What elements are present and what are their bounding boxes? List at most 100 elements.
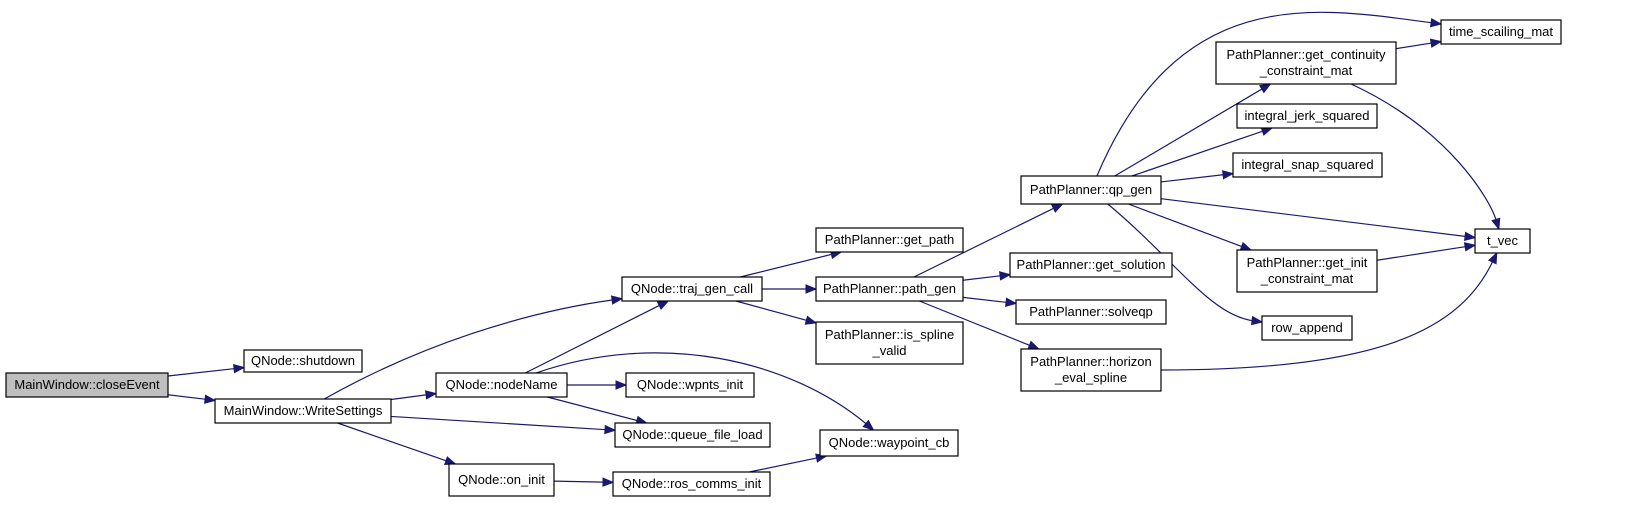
arrowhead (862, 419, 875, 431)
edge-WriteSettings-to-nodeName (390, 390, 438, 401)
edge-line (337, 422, 448, 462)
edge-get_continuity_constraint_mat-to-time_scailing_mat (1395, 38, 1443, 50)
arrowhead (1258, 83, 1272, 94)
edge-line (1160, 260, 1494, 371)
node-label: PathPlanner::is_spline (825, 327, 954, 342)
arrowhead (1027, 340, 1041, 350)
node-box (1020, 348, 1162, 392)
call-graph-nodes: MainWindow::closeEvent QNode::shutdownMai… (5, 19, 1562, 497)
node-waypoint_cb[interactable]: QNode::waypoint_cb (819, 429, 959, 457)
node-closeEvent[interactable]: MainWindow::closeEvent (5, 372, 169, 398)
arrowhead (424, 390, 438, 400)
node-box (815, 321, 964, 365)
node-box (1236, 103, 1378, 129)
node-is_spline_valid[interactable]: PathPlanner::is_spline_valid (815, 321, 964, 365)
node-label: QNode::traj_gen_call (631, 281, 753, 296)
arrowhead (604, 424, 617, 435)
node-wpnts_init[interactable]: QNode::wpnts_init (625, 372, 755, 398)
edge-line (962, 296, 1008, 304)
node-get_continuity_constraint_mat[interactable]: PathPlanner::get_continuity_constraint_m… (1215, 41, 1397, 85)
node-get_init_constraint_mat[interactable]: PathPlanner::get_init_constraint_mat (1236, 249, 1378, 293)
node-box (1020, 175, 1162, 205)
node-box (1215, 41, 1397, 85)
node-on_init[interactable]: QNode::on_init (448, 463, 555, 497)
edge-WriteSettings-to-queue_file_load (390, 415, 617, 435)
edge-qp_gen-to-get_continuity_constraint_mat (1114, 83, 1272, 177)
edge-get_init_constraint_mat-to-t_vec (1376, 242, 1477, 261)
node-get_path[interactable]: PathPlanner::get_path (815, 227, 964, 253)
node-label: PathPlanner::get_path (825, 232, 954, 247)
arrowhead (1005, 297, 1018, 307)
node-row_append[interactable]: row_append (1261, 315, 1353, 341)
node-ros_comms_init[interactable]: QNode::ros_comms_init (612, 471, 771, 497)
node-box (815, 227, 964, 253)
node-label: QNode::wpnts_init (637, 377, 744, 392)
edge-closeEvent-to-WriteSettings (167, 394, 217, 404)
edge-qp_gen-to-t_vec (1160, 198, 1477, 242)
edge-line (525, 304, 661, 374)
node-box (243, 349, 363, 373)
arrowhead (1429, 38, 1443, 48)
node-box (1009, 252, 1173, 278)
node-get_solution[interactable]: PathPlanner::get_solution (1009, 252, 1173, 278)
node-nodeName[interactable]: QNode::nodeName (435, 372, 568, 398)
edge-path_gen-to-qp_gen (913, 203, 1064, 278)
arrowhead (1250, 315, 1264, 326)
node-box (448, 463, 555, 497)
edge-line (1096, 11, 1433, 177)
arrowhead (804, 315, 818, 325)
node-box (819, 429, 959, 457)
edge-line (962, 275, 1002, 281)
edge-horizon_eval_spline-to-t_vec (1160, 251, 1498, 371)
edge-nodeName-to-waypoint_cb (535, 352, 875, 431)
arrowhead (233, 364, 246, 374)
node-time_scailing_mat[interactable]: time_scailing_mat (1440, 19, 1562, 45)
edge-qp_gen-to-integral_snap_squared (1160, 170, 1235, 183)
node-integral_snap_squared[interactable]: integral_snap_squared (1232, 152, 1383, 178)
node-WriteSettings[interactable]: MainWindow::WriteSettings (214, 398, 392, 424)
node-label: time_scailing_mat (1449, 24, 1553, 39)
edge-get_continuity_constraint_mat-to-t_vec (1350, 83, 1501, 231)
edge-line (535, 352, 867, 425)
edge-traj_gen_call-to-get_path (740, 249, 843, 278)
edge-line (390, 394, 428, 401)
node-label: PathPlanner::get_continuity (1227, 47, 1386, 62)
node-queue_file_load[interactable]: QNode::queue_file_load (614, 422, 771, 448)
node-solveqp[interactable]: PathPlanner::solveqp (1015, 299, 1167, 325)
arrowhead (1463, 231, 1477, 242)
node-box (614, 422, 771, 448)
node-traj_gen_call[interactable]: QNode::traj_gen_call (621, 276, 763, 302)
node-label: _valid (872, 343, 907, 358)
arrowhead (610, 295, 624, 305)
node-integral_jerk_squared[interactable]: integral_jerk_squared (1236, 103, 1378, 129)
edge-ros_comms_init-to-waypoint_cb (749, 453, 828, 473)
edge-closeEvent-to-shutdown (167, 364, 246, 377)
node-box (214, 398, 392, 424)
edge-line (740, 253, 833, 278)
node-label: integral_snap_squared (1241, 157, 1373, 172)
node-t_vec[interactable]: t_vec (1474, 228, 1531, 254)
node-shutdown[interactable]: QNode::shutdown (243, 349, 363, 373)
node-qp_gen[interactable]: PathPlanner::qp_gen (1020, 175, 1162, 205)
node-label: PathPlanner::path_gen (823, 281, 956, 296)
edge-on_init-to-ros_comms_init (553, 477, 615, 487)
node-horizon_eval_spline[interactable]: PathPlanner::horizon_eval_spline (1020, 348, 1162, 392)
edge-path_gen-to-solveqp (962, 296, 1018, 307)
edge-qp_gen-to-get_init_constraint_mat (1128, 203, 1253, 251)
edge-line (913, 207, 1055, 278)
arrowhead (805, 284, 818, 294)
edge-traj_gen_call-to-is_spline_valid (735, 300, 818, 325)
edge-line (1107, 203, 1254, 322)
node-label: PathPlanner::qp_gen (1030, 182, 1152, 197)
node-label: _constraint_mat (1259, 63, 1353, 78)
edge-line (735, 300, 808, 322)
edge-traj_gen_call-to-path_gen (762, 284, 818, 294)
node-path_gen[interactable]: PathPlanner::path_gen (815, 276, 964, 302)
arrowhead (1239, 241, 1253, 251)
node-label: MainWindow::closeEvent (14, 377, 160, 392)
node-label: MainWindow::WriteSettings (224, 403, 383, 418)
node-box (1232, 152, 1383, 178)
arrowhead (204, 394, 217, 404)
node-box (435, 372, 568, 398)
